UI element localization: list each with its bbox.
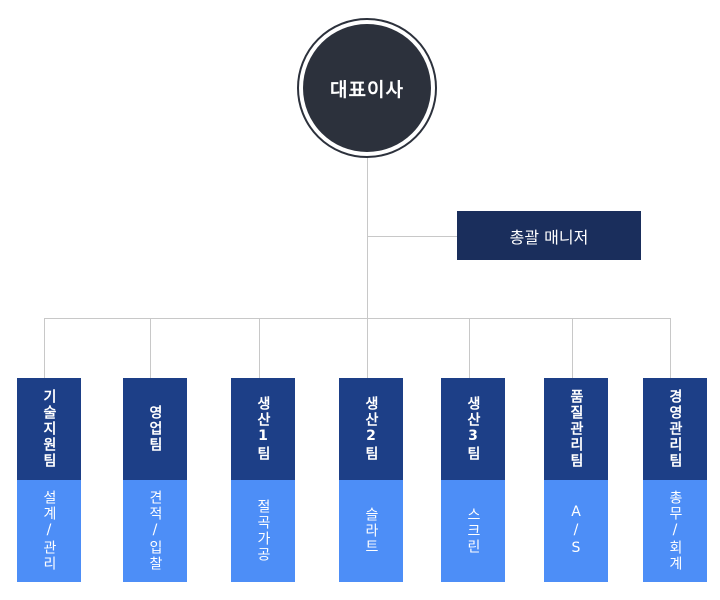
- duty-box: 견적/입찰: [123, 480, 187, 582]
- department-management: 경영관리팀 총무/회계: [643, 378, 707, 582]
- manager-node: 총괄 매니저: [457, 211, 641, 260]
- drop-line-4: [367, 318, 368, 378]
- department-quality-control: 품질관리팀 A/S: [544, 378, 608, 582]
- department-production-2: 생산2팀 슬라트: [339, 378, 403, 582]
- duty-box: 스크린: [441, 480, 505, 582]
- drop-line-2: [150, 318, 151, 378]
- department-production-3: 생산3팀 스크린: [441, 378, 505, 582]
- duty-label: 견적/입찰: [147, 490, 163, 572]
- department-sales: 영업팀 견적/입찰: [123, 378, 187, 582]
- department-tech-support: 기술지원팀 설계/관리: [17, 378, 81, 582]
- team-box: 생산3팀: [441, 378, 505, 480]
- ceo-node: 대표이사: [297, 18, 437, 158]
- team-label: 생산2팀: [363, 396, 379, 462]
- team-label: 경영관리팀: [667, 389, 683, 469]
- drop-line-7: [670, 318, 671, 378]
- duty-box: 절곡가공: [231, 480, 295, 582]
- team-box: 기술지원팀: [17, 378, 81, 480]
- team-label: 기술지원팀: [41, 389, 57, 469]
- ceo-connector-line: [367, 157, 368, 318]
- team-box: 생산2팀: [339, 378, 403, 480]
- drop-line-3: [259, 318, 260, 378]
- manager-connector-line: [367, 236, 458, 237]
- team-box: 품질관리팀: [544, 378, 608, 480]
- horizontal-bus-line: [44, 318, 670, 319]
- drop-line-1: [44, 318, 45, 378]
- drop-line-5: [469, 318, 470, 378]
- ceo-label: 대표이사: [303, 24, 431, 152]
- duty-box: 설계/관리: [17, 480, 81, 582]
- team-label: 영업팀: [147, 405, 163, 453]
- drop-line-6: [572, 318, 573, 378]
- team-label: 생산3팀: [465, 396, 481, 462]
- department-production-1: 생산1팀 절곡가공: [231, 378, 295, 582]
- duty-label: A/S: [568, 504, 584, 558]
- duty-label: 총무/회계: [667, 490, 683, 572]
- team-box: 생산1팀: [231, 378, 295, 480]
- duty-label: 슬라트: [363, 507, 379, 555]
- duty-box: A/S: [544, 480, 608, 582]
- team-label: 생산1팀: [255, 396, 271, 462]
- team-label: 품질관리팀: [568, 389, 584, 469]
- duty-box: 총무/회계: [643, 480, 707, 582]
- duty-label: 설계/관리: [41, 490, 57, 572]
- team-box: 경영관리팀: [643, 378, 707, 480]
- duty-box: 슬라트: [339, 480, 403, 582]
- duty-label: 절곡가공: [255, 499, 271, 563]
- team-box: 영업팀: [123, 378, 187, 480]
- duty-label: 스크린: [465, 507, 481, 555]
